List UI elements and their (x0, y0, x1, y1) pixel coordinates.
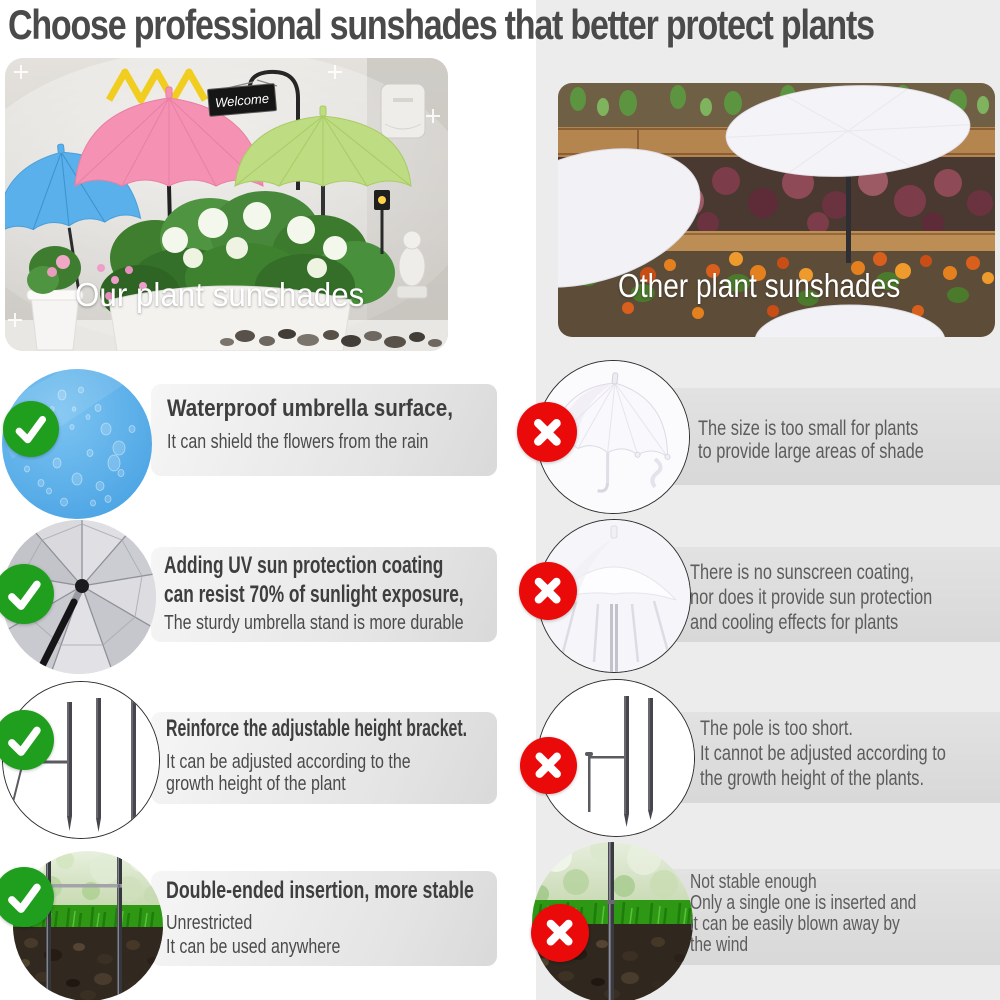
con-badge-1 (517, 402, 577, 462)
pro-subtext: It can be adjusted according to the (166, 751, 411, 773)
check-icon (7, 580, 41, 610)
pro-strip-2 (151, 547, 497, 642)
con-line: Only a single one is inserted and (690, 892, 917, 914)
con-badge-4 (531, 904, 589, 962)
welcome-sign: Welcome (206, 83, 278, 117)
pro-text-3: Reinforce the adjustable height bracket.… (166, 714, 622, 795)
other-sunshades-photo: Other plant sunshades (558, 83, 995, 337)
con-text-2: There is no sunscreen coating, nor does … (690, 560, 932, 635)
con-line: The size is too small for plants (698, 417, 919, 440)
con-line: to provide large areas of shade (698, 440, 924, 463)
con-strip-4 (660, 869, 1000, 965)
con-strip-1 (660, 388, 1000, 485)
pro-heading: Double-ended insertion, more stable (166, 877, 474, 904)
page-title: Choose professional sunshades that bette… (8, 1, 875, 48)
pro-heading: Adding UV sun protection coating (164, 552, 444, 579)
pro-heading: Waterproof umbrella surface, (167, 395, 453, 422)
con-text-3: The pole is too short. It cannot be adju… (700, 716, 946, 791)
pro-strip-3 (151, 712, 497, 804)
pro-strip-4 (151, 871, 497, 966)
other-photo-caption: Other plant sunshades (618, 267, 901, 304)
cross-icon (535, 752, 562, 779)
pro-badge-3 (0, 710, 54, 770)
pro-heading: can resist 70% of sunlight exposure, (164, 581, 464, 608)
pro-badge-4 (0, 867, 54, 927)
pro-subtext: The sturdy umbrella stand is more durabl… (164, 612, 464, 634)
cross-icon (547, 920, 573, 946)
bottom-disc (755, 304, 945, 337)
pro-text-2: Adding UV sun protection coating can res… (164, 551, 580, 635)
pro-subtext: growth height of the plant (166, 773, 346, 795)
con-line: the growth height of the plants. (700, 767, 925, 790)
con-text-4: Not stable enough Only a single one is i… (690, 872, 916, 956)
pro-badge-1 (3, 401, 59, 457)
con-badge-2 (519, 562, 577, 620)
our-sunshades-photo: Welcome Our plant sunshades (5, 58, 448, 351)
con-text-1: The size is too small for plants to prov… (698, 417, 924, 463)
water-droplets (24, 386, 136, 507)
cross-icon (535, 578, 561, 604)
pro-text-1: Waterproof umbrella surface, It can shie… (167, 394, 500, 454)
con-badge-3 (520, 737, 577, 794)
double-insertion-photo (13, 851, 163, 1000)
con-line: it can be easily blown away by (690, 913, 900, 935)
con-line: and cooling effects for plants (690, 611, 899, 634)
pro-text-4: Double-ended insertion, more stable Unre… (166, 876, 582, 959)
our-photo-caption: Our plant sunshades (75, 276, 365, 313)
check-icon (7, 883, 41, 913)
garden-scene-art (5, 58, 448, 351)
con-line: Not stable enough (690, 871, 817, 893)
sparkles (8, 65, 440, 327)
soil-clods (20, 938, 159, 1000)
check-icon (15, 416, 47, 444)
main-disc (725, 85, 971, 263)
pro-badge-2 (0, 564, 54, 624)
con-line: nor does it provide sun protection (690, 586, 933, 609)
con-strip-2 (660, 547, 1000, 642)
pebbles (220, 329, 442, 348)
con-line: The pole is too short. (700, 717, 853, 740)
con-line: the wind (690, 934, 749, 956)
pro-subtext: It can be used anywhere (166, 936, 341, 958)
con-strip-3 (660, 712, 1000, 803)
pro-heading: Reinforce the adjustable height bracket. (166, 715, 468, 742)
pro-strip-1 (151, 384, 497, 476)
left-disc (558, 148, 701, 288)
con-line: It cannot be adjusted according to (700, 742, 946, 765)
pro-subtext: Unrestricted (166, 912, 253, 934)
con-line: There is no sunscreen coating, (690, 561, 914, 584)
pro-subtext: It can shield the flowers from the rain (167, 431, 429, 453)
check-icon (7, 726, 41, 756)
flowerbed-scene-art (558, 83, 995, 337)
cross-icon (533, 418, 561, 446)
